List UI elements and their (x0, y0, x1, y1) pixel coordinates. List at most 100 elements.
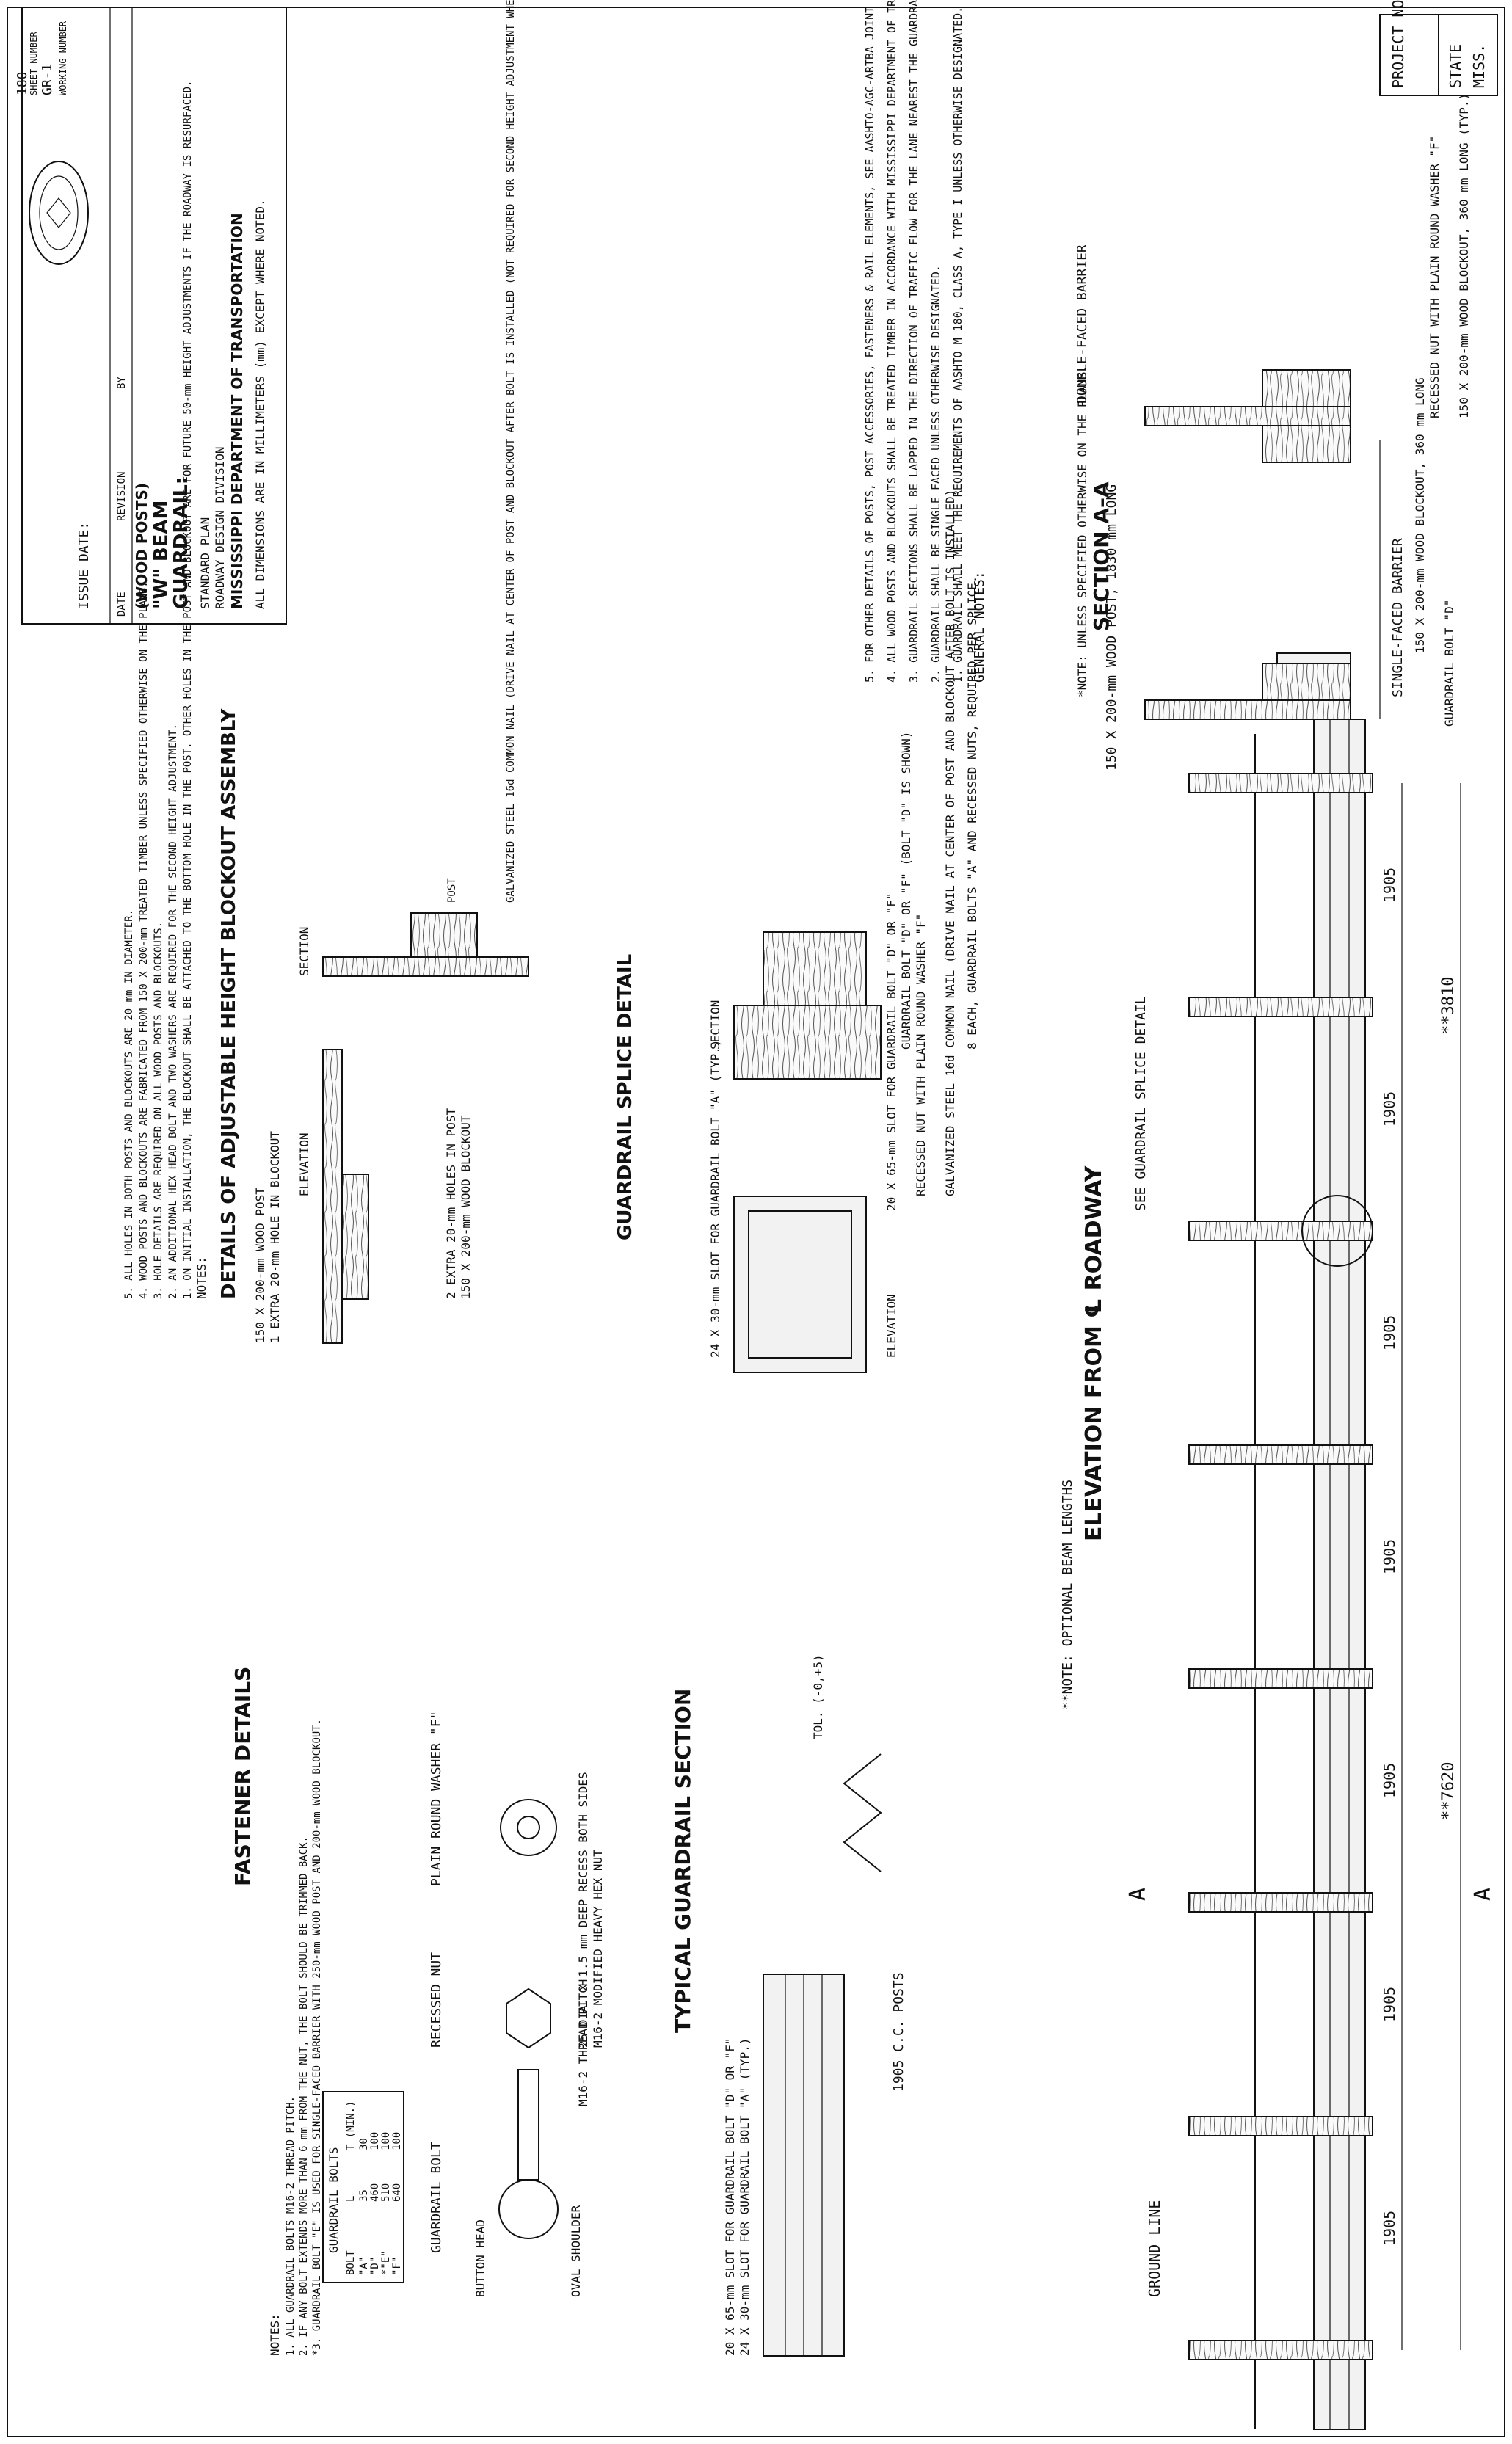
post (1188, 2340, 1373, 2360)
table-cell: 35 (358, 2189, 370, 2202)
blockout-typ-label: 150 X 200-mm WOOD BLOCKOUT, 360 mm LONG … (1457, 93, 1471, 418)
section-a-a: SINGLE-FACED BARRIER GUARDRAIL BOLT "D" … (1075, 93, 1471, 727)
splice-bolts-note: 8 EACH, GUARDRAIL BOLTS "A" AND RECESSED… (965, 576, 979, 1050)
post (1188, 773, 1373, 793)
spacing-label: 1905 (1381, 1539, 1398, 1574)
splice-section-post (733, 1005, 882, 1080)
ground-line-label: GROUND LINE (1146, 2200, 1163, 2297)
nut-note: 25 DIA. X 1.5 mm DEEP RECESS BOTH SIDES (576, 1772, 590, 2048)
elevation-posts (1188, 773, 1373, 2360)
elevation-note: **NOTE: OPTIONAL BEAM LENGTHS (1060, 1480, 1075, 1710)
fastener-note: 1. ALL GUARDRAIL BOLTS M16-2 THREAD PITC… (285, 2096, 297, 2356)
post (1144, 406, 1351, 426)
oval-shoulder-label: OVAL SHOULDER (569, 2205, 583, 2297)
division: ROADWAY DESIGN DIVISION (213, 446, 227, 609)
single-title: SINGLE-FACED BARRIER (1390, 538, 1406, 697)
blockout-elevation-block (341, 1174, 369, 1300)
table-cell: 640 (391, 2183, 403, 2202)
general-note: 5. FOR OTHER DETAILS OF POSTS, POST ACCE… (863, 0, 876, 683)
table-cell: *"E" (380, 2250, 392, 2275)
sheet-number-label: SHEET NUMBER (29, 32, 39, 95)
col-by: BY (116, 377, 128, 389)
tolerance: TOL. (-0,+5) (811, 1654, 825, 1739)
mdot-seal (29, 161, 89, 265)
general-notes: GENERAL NOTES: 1. GUARDRAIL SHALL MEET T… (863, 0, 987, 683)
dims-note: ALL DIMENSIONS ARE IN MILLIMETERS (mm) E… (253, 199, 267, 609)
blockout-section-post (322, 956, 529, 977)
blockout (1262, 663, 1351, 701)
blockout-note: 4. WOOD POSTS AND BLOCKOUTS ARE FABRICAT… (138, 581, 150, 1299)
blockout-holes: 2 EXTRA 20-mm HOLES IN POST (444, 1108, 458, 1299)
table-cell: 100 (380, 2132, 392, 2150)
slot-note-1: 20 X 65-mm SLOT FOR GUARDRAIL BOLT "D" O… (723, 2038, 737, 2356)
post (1188, 1221, 1373, 1241)
col-revision: REVISION (116, 472, 128, 521)
blockout-extra-hole: 1 EXTRA 20-mm HOLE IN BLOCKOUT (268, 1131, 282, 1343)
fastener-details: GUARDRAIL BOLT BUTTON HEAD OVAL SHOULDER… (230, 1667, 605, 2356)
col-date: DATE (116, 592, 128, 617)
post (1188, 1892, 1373, 1913)
spacing-labels: 1905 1905 1905 1905 1905 1905 1905 (1381, 868, 1398, 2246)
general-notes-title: GENERAL NOTES: (972, 571, 987, 683)
general-note: 3. GUARDRAIL SECTIONS SHALL BE LAPPED IN… (907, 0, 920, 683)
agency: MISSISSIPPI DEPARTMENT OF TRANSPORTATION (228, 213, 246, 609)
bolt-d-label: GUARDRAIL BOLT "D" (1442, 600, 1456, 727)
button-head (498, 2179, 559, 2239)
blockout-post: 150 X 200-mm WOOD POST (253, 1188, 267, 1343)
sheet-number: 180 (15, 71, 30, 95)
spacing-label: 1905 (1381, 1315, 1398, 1350)
state-label: STATE (1447, 44, 1464, 88)
blockout-elevation-label: ELEVATION (297, 1132, 311, 1196)
fastener-notes-title: NOTES: (268, 2313, 282, 2356)
optional-length-2: **3810 (1439, 977, 1458, 1035)
table-title: GUARDRAIL BOLTS (327, 2147, 341, 2254)
thread-label: M16-2 THREAD PITCH (576, 1979, 590, 2106)
blockout-notes-title: NOTES: (195, 1256, 208, 1299)
single-faced-barrier: SINGLE-FACED BARRIER GUARDRAIL BOLT "D" … (1144, 377, 1456, 727)
post (1188, 2116, 1373, 2136)
blockout-label: 150 X 200-mm WOOD BLOCKOUT, 360 mm LONG (1413, 377, 1427, 653)
splice-section-blockout (763, 931, 867, 1006)
splice-slot-df: 20 X 65-mm SLOT FOR GUARDRAIL BOLT "D" O… (884, 893, 898, 1211)
posts-cc: 1905 C.C. POSTS (891, 1972, 906, 2092)
rail-beam (1313, 719, 1366, 2430)
w-profile (843, 1753, 882, 1872)
double-faced-barrier: RECESSED NUT WITH PLAIN ROUND WASHER "F"… (1144, 93, 1471, 463)
spacing-label: 1905 (1381, 1987, 1398, 2022)
general-note: 2. GUARDRAIL SHALL BE SINGLE FACED UNLES… (929, 265, 942, 683)
plan: STANDARD PLAN (198, 517, 212, 609)
table-cell: 30 (358, 2138, 370, 2150)
blockout-section-block (410, 912, 478, 958)
general-note: 1. GUARDRAIL SHALL MEET THE REQUIREMENTS… (951, 7, 964, 683)
table-cell: "D" (369, 2257, 381, 2275)
fastener-note: 2. IF ANY BOLT EXTENDS MORE THAN 6 mm FR… (298, 1836, 310, 2356)
blockout-note: 1. ON INITIAL INSTALLATION, THE BLOCKOUT… (182, 81, 194, 1299)
button-head-label: BUTTON HEAD (473, 2219, 487, 2297)
post (1188, 1444, 1373, 1465)
hex-note: M16-2 MODIFIED HEAVY HEX NUT (591, 1850, 605, 2048)
blockout-title: DETAILS OF ADJUSTABLE HEIGHT BLOCKOUT AS… (218, 708, 240, 1299)
table-header: T (MIN.) (345, 2101, 357, 2150)
title-line-1: GUARDRAIL: (170, 477, 192, 609)
working-number-label: WORKING NUMBER (58, 21, 68, 95)
recessed-nut-label: RECESSED NUT WITH PLAIN ROUND WASHER "F" (1428, 136, 1442, 418)
optional-length-1: **7620 (1439, 1762, 1458, 1820)
issue-date: ISSUE DATE: (76, 522, 92, 609)
splice-title: GUARDRAIL SPLICE DETAIL (614, 954, 636, 1240)
elevation-title: ELEVATION FROM ℄ ROADWAY (1081, 1165, 1107, 1541)
fastener-title: FASTENER DETAILS (230, 1667, 255, 1886)
splice-detail: 24 X 30-mm SLOT FOR GUARDRAIL BOLT "A" (… (614, 490, 979, 1373)
splice-callout-circle (1301, 1195, 1373, 1267)
blockout-nail-note: GALVANIZED STEEL 16d COMMON NAIL (DRIVE … (505, 0, 517, 903)
blockout-label: 150 X 200-mm WOOD BLOCKOUT (459, 1115, 473, 1299)
post (1144, 699, 1351, 720)
splice-section-label: SECTION (708, 1000, 722, 1050)
table-cell: "A" (358, 2257, 370, 2275)
elevation-view: 1905 1905 1905 1905 1905 1905 1905 **762… (1060, 484, 1496, 2430)
project-label: PROJECT NO. (1389, 0, 1407, 88)
title-line-2: "W" BEAM (150, 501, 172, 609)
spacing-label: 1905 (1381, 1763, 1398, 1798)
table-cell: 100 (391, 2132, 403, 2150)
